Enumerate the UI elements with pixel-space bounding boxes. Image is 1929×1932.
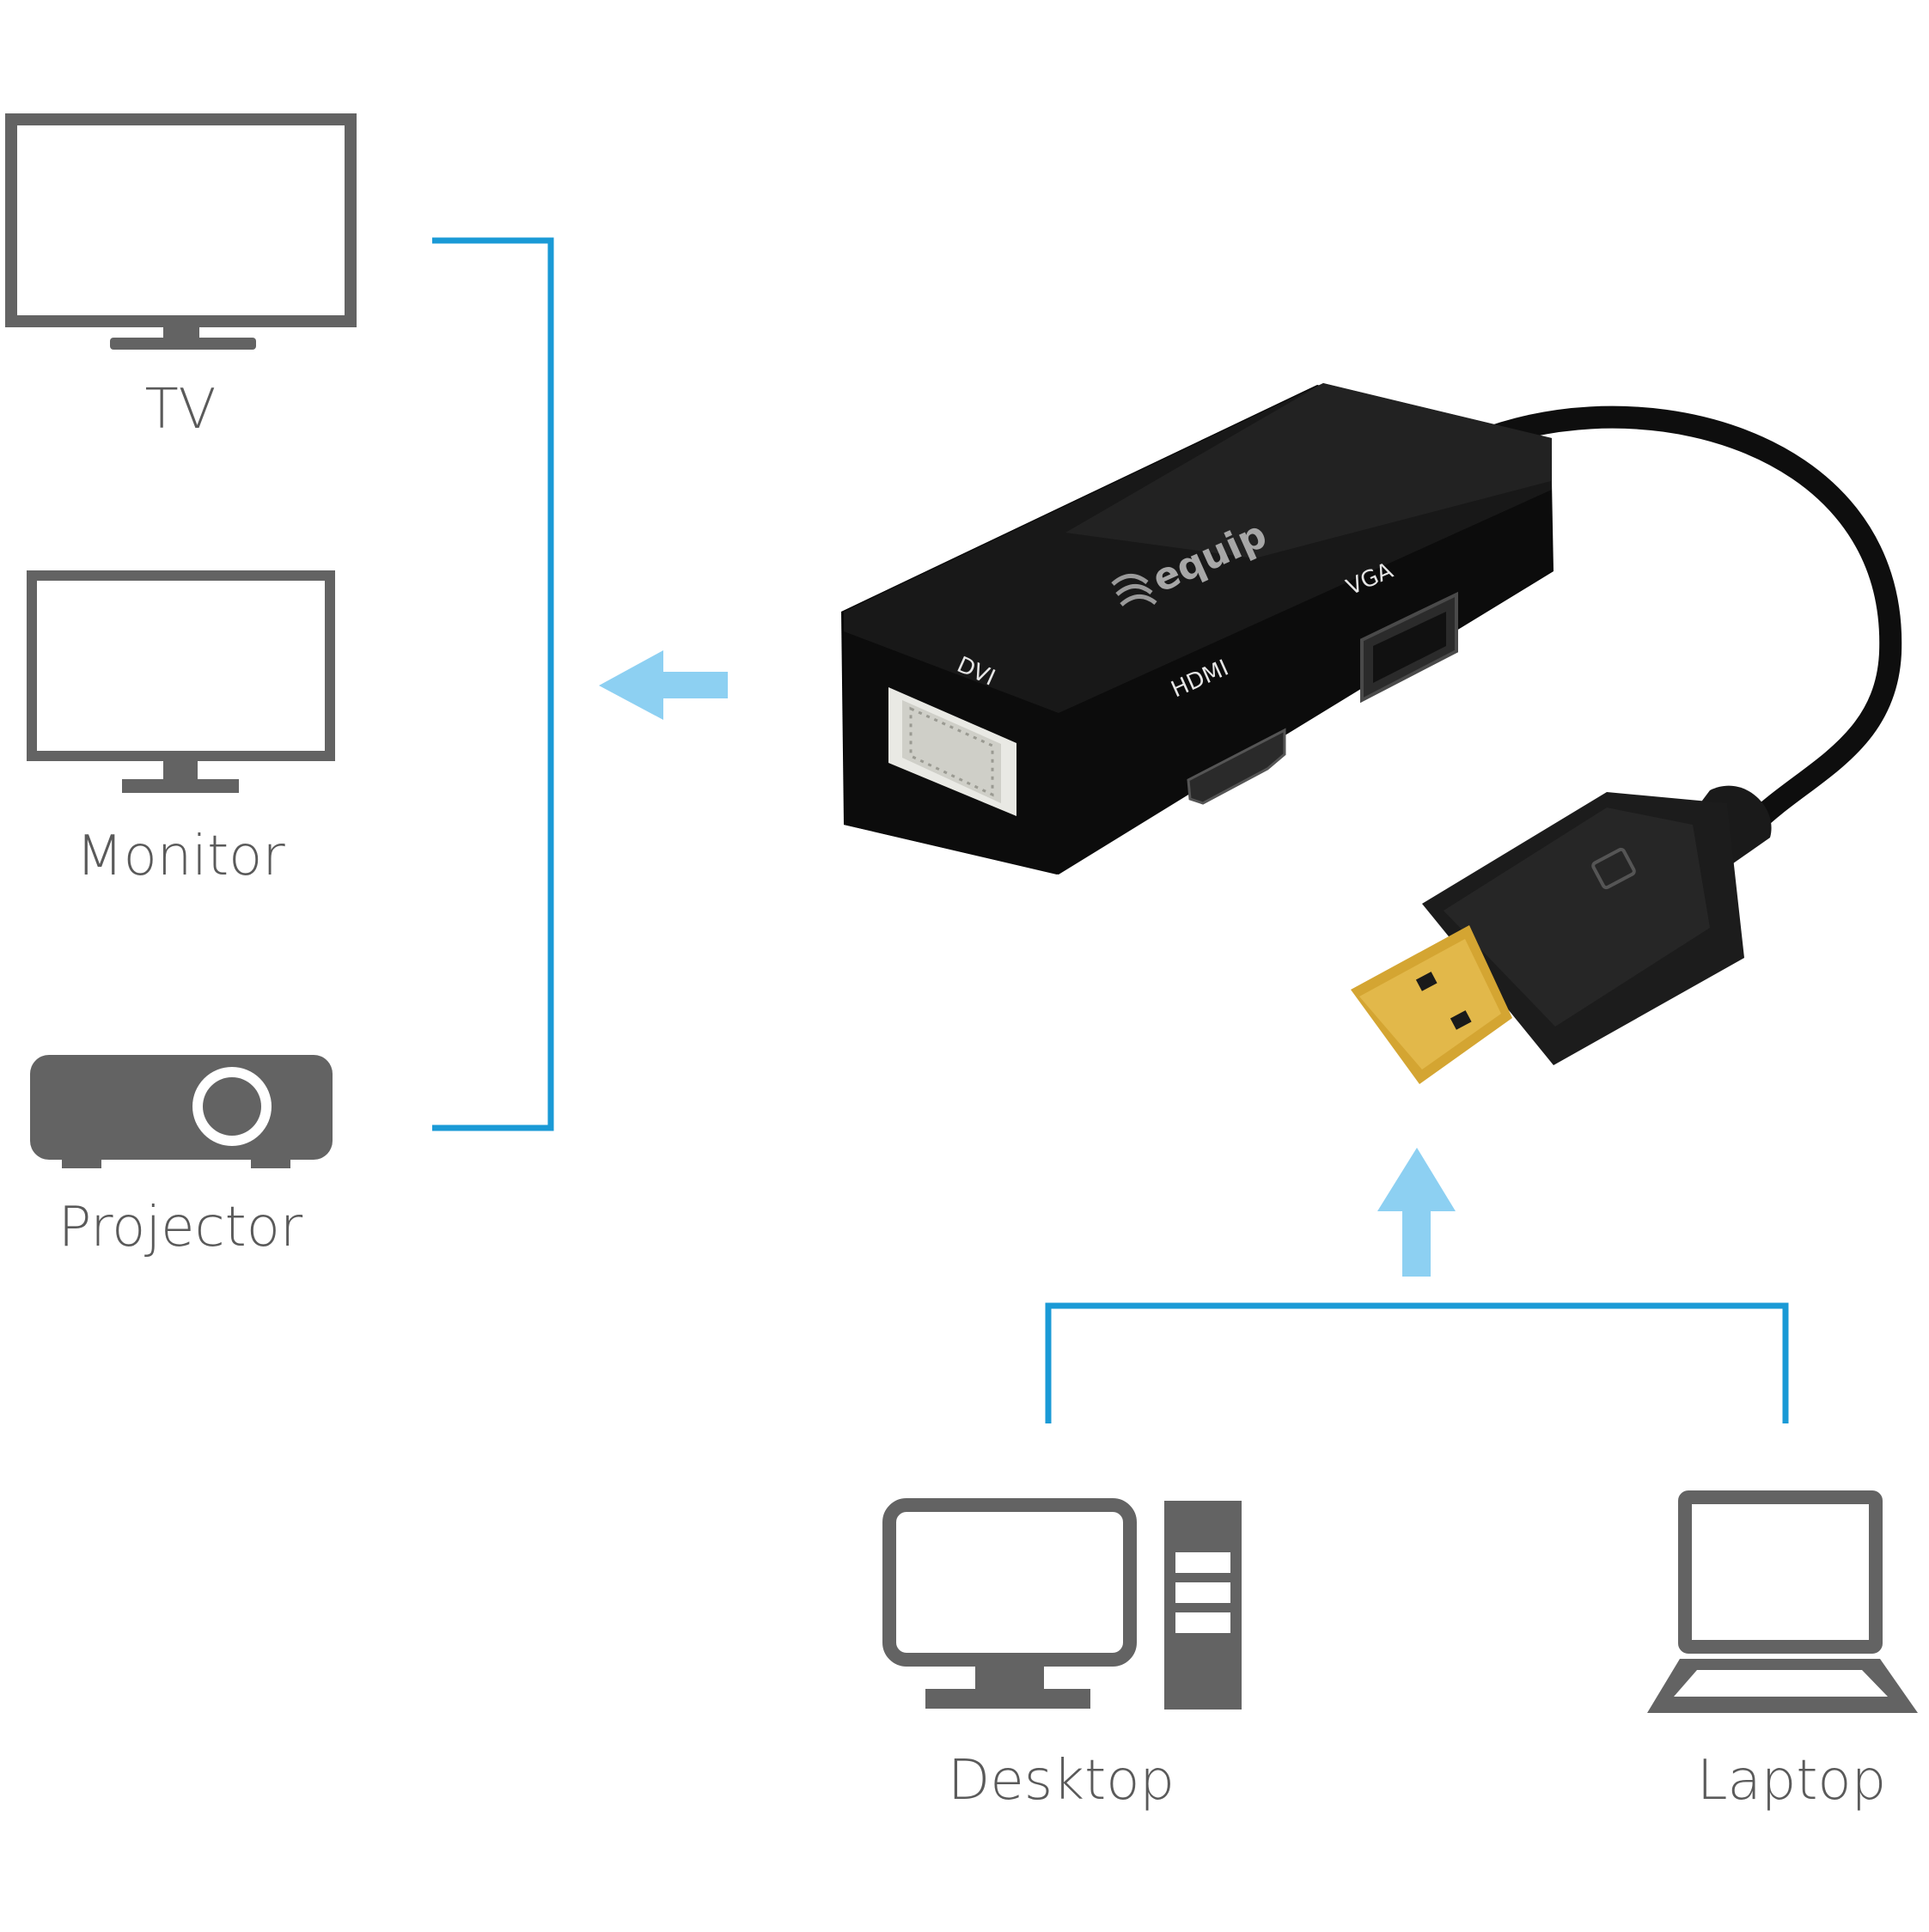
tv-label: TV (144, 378, 217, 442)
desktop-label: Desktop (948, 1749, 1175, 1813)
monitor-label: Monitor (76, 825, 285, 888)
up-arrow (1377, 1148, 1456, 1277)
adapter-product: DVI HDMI VGA equip (841, 383, 1902, 1084)
laptop-icon (1647, 1490, 1918, 1713)
tv-icon (5, 113, 357, 350)
dvi-port (888, 687, 1016, 816)
adapter-cable (1441, 405, 1902, 836)
projector-icon (30, 1055, 333, 1168)
laptop-label: Laptop (1696, 1749, 1887, 1813)
vga-port (1360, 591, 1458, 704)
monitor-icon (27, 570, 335, 793)
dp-logo (1591, 847, 1636, 890)
input-bracket (1045, 1302, 1789, 1423)
projector-label: Projector (58, 1196, 303, 1259)
left-arrow (599, 650, 728, 720)
output-bracket (432, 237, 554, 1131)
hdmi-port (1187, 728, 1286, 805)
desktop-icon (882, 1498, 1242, 1710)
